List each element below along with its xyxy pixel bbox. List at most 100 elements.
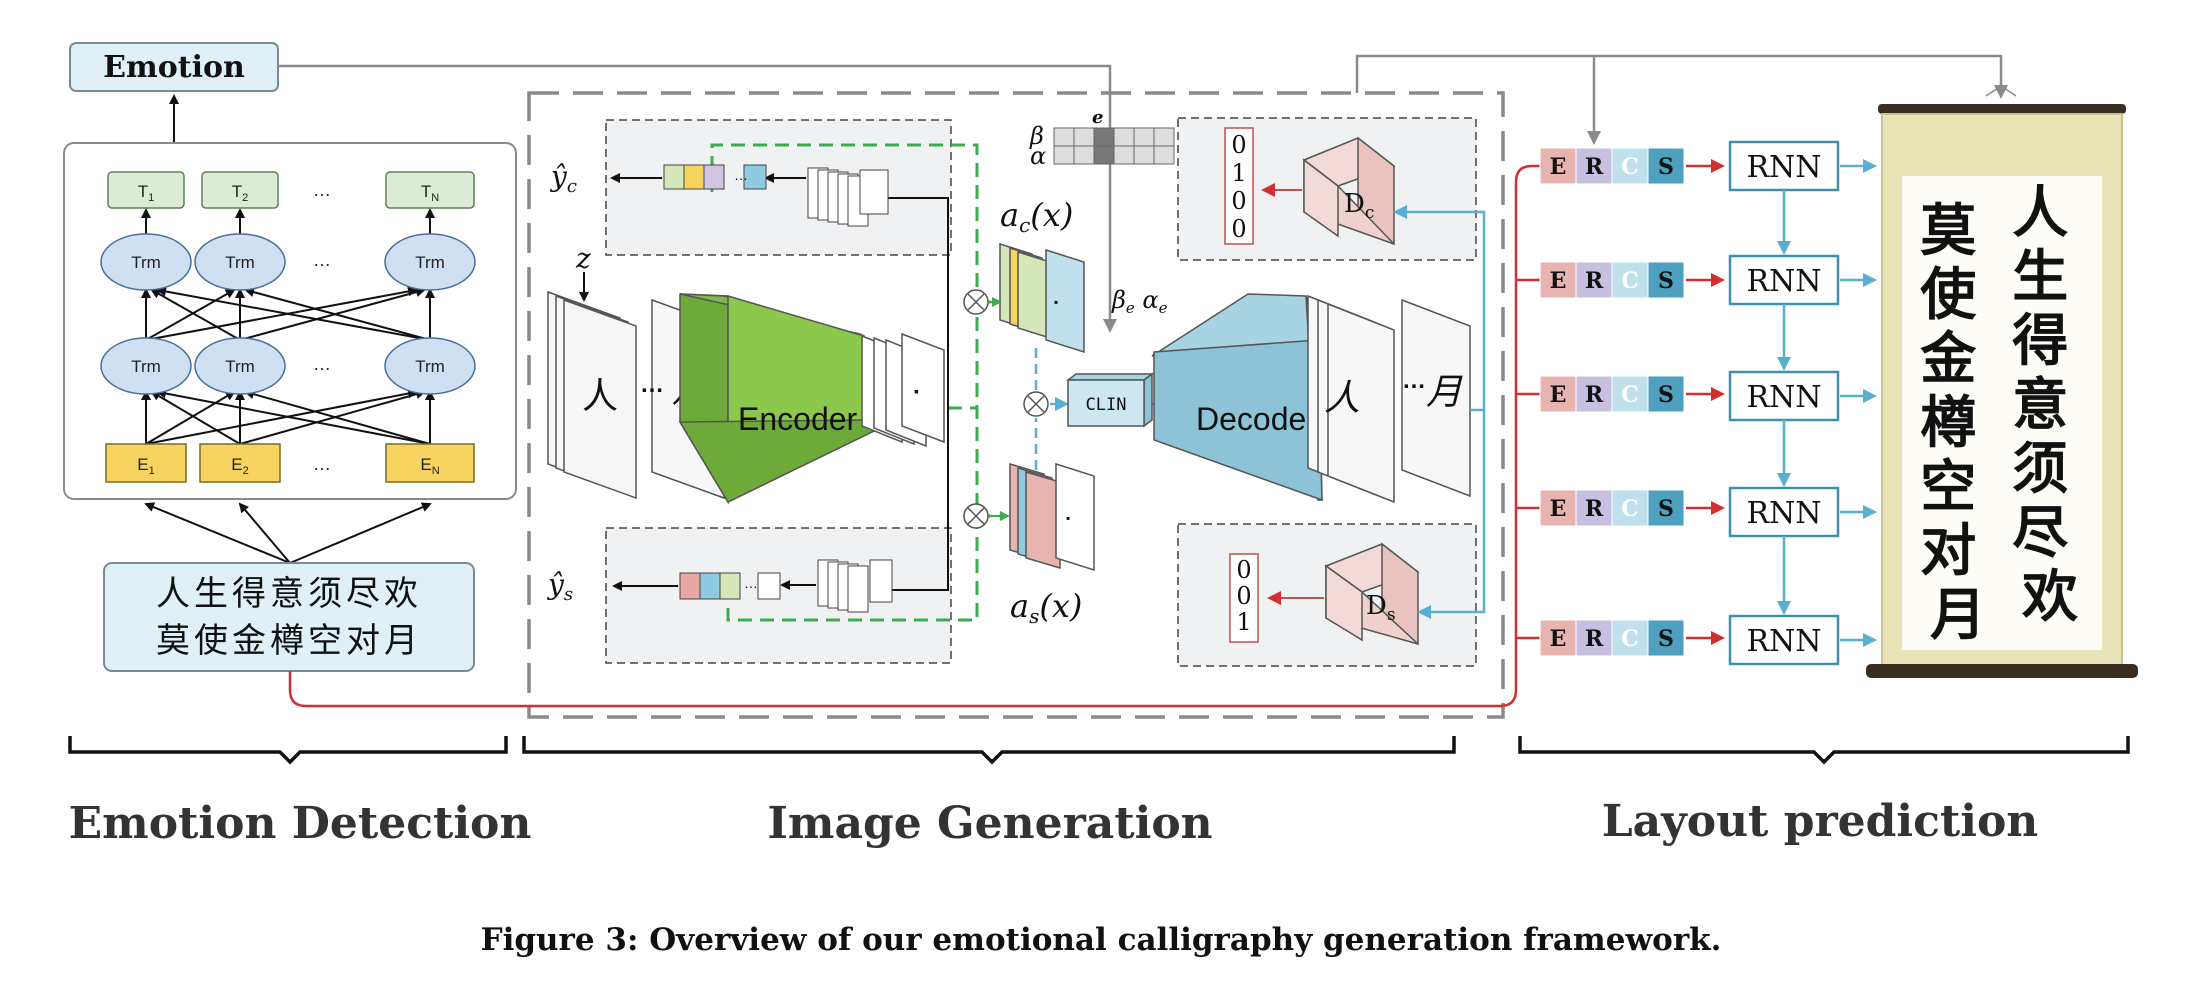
trm-node: Trm: [100, 233, 192, 291]
alpha-label: α: [1030, 142, 1046, 170]
svg-text:R: R: [1585, 626, 1604, 652]
trm-node: Trm: [100, 337, 192, 395]
svg-text:RNN: RNN: [1746, 380, 1821, 415]
beta-label: β: [1029, 122, 1044, 150]
multiply-op-fusion: [1023, 391, 1049, 417]
ercs-row-5: E R C S: [1539, 619, 1685, 657]
dc-output-0: 0: [1231, 131, 1246, 159]
svg-text:▪: ▪: [1066, 511, 1070, 525]
output-image-stack: [1307, 294, 1471, 504]
trm-ellipsis: …: [313, 354, 331, 374]
ercs-row-4: E R C S: [1539, 489, 1685, 527]
svg-text:C: C: [1621, 154, 1639, 180]
t-node-ellipsis: …: [313, 180, 331, 200]
beta-alpha-grid: [1053, 127, 1175, 165]
svg-text:E: E: [1550, 626, 1567, 652]
calligraphy-scroll: [1866, 85, 2138, 678]
decoder-block: [1151, 293, 1323, 502]
input-char-first: 人: [582, 376, 618, 417]
z-label: z: [575, 242, 591, 275]
svg-text:RNN: RNN: [1746, 150, 1821, 185]
section-braces: [68, 736, 2130, 765]
svg-text:Trm: Trm: [131, 253, 161, 272]
e-node-n: EN: [385, 443, 475, 483]
trm-node: Trm: [384, 337, 476, 395]
ercs-row-1: E R C S: [1539, 147, 1685, 185]
svg-text:RNN: RNN: [1746, 496, 1821, 531]
emotion-detection-title: Emotion Detection: [69, 798, 532, 849]
svg-text:C: C: [1621, 268, 1639, 294]
style-feature-stack: [817, 559, 893, 613]
as-label: as(x): [1010, 587, 1082, 628]
style-attention-map: [1009, 462, 1095, 572]
figure-caption: Figure 3: Overview of our emotional call…: [480, 922, 1722, 958]
emotion-detection-section: Emotion: [63, 42, 517, 672]
output-ellipsis: …: [1402, 367, 1426, 394]
svg-text:E: E: [1550, 154, 1567, 180]
ds-output-1: 0: [1236, 582, 1251, 610]
image-generation-frame: [527, 91, 1505, 719]
svg-text:RNN: RNN: [1746, 264, 1821, 299]
svg-text:S: S: [1658, 626, 1674, 652]
svg-text:C: C: [1621, 382, 1639, 408]
output-char-first: 人: [1324, 378, 1360, 419]
trm-node: Trm: [194, 337, 286, 395]
ercs-row-2: E R C S: [1539, 261, 1685, 299]
svg-text:S: S: [1658, 496, 1674, 522]
transformer-panel: [63, 142, 517, 500]
svg-text:Trm: Trm: [415, 253, 445, 272]
e-node-2: E2: [199, 443, 281, 483]
svg-text:S: S: [1658, 382, 1674, 408]
ys-label: ŷs: [546, 568, 573, 605]
emotion-connectors: [278, 54, 2008, 333]
trm-ellipsis: …: [313, 250, 331, 270]
beta-e-alpha-e-label: βe αe: [1111, 286, 1168, 317]
input-ellipsis: …: [640, 371, 664, 398]
svg-text:C: C: [1621, 626, 1639, 652]
svg-text:Trm: Trm: [225, 357, 255, 376]
scroll-column-right: 人 生 得 意 须 尽 欢: [2012, 180, 2088, 630]
multiply-op-content: [963, 289, 989, 315]
content-embedding-vector: [663, 164, 725, 190]
image-generation-title: Image Generation: [767, 798, 1212, 849]
rnn-cell: RNN: [1728, 370, 1840, 422]
dc-output-3: 0: [1231, 215, 1246, 243]
svg-text:▪: ▪: [914, 383, 919, 399]
ds-output-vector: [1229, 553, 1259, 643]
content-classifier-box: [605, 119, 952, 256]
trm-node: Trm: [194, 233, 286, 291]
e-node-1: E1: [105, 443, 187, 483]
svg-text:R: R: [1585, 154, 1604, 180]
svg-text:R: R: [1585, 268, 1604, 294]
encoder-label: Encoder: [738, 401, 858, 437]
poem-line-1: 人生得意须尽欢: [156, 574, 422, 614]
e-node-ellipsis: …: [313, 454, 331, 474]
rnn-cell: RNN: [1728, 486, 1840, 538]
encoder-block: [678, 293, 878, 505]
style-embedding-vector: [679, 572, 741, 600]
decoder-label: Decoder: [1196, 401, 1317, 437]
t-node-1: T1: [107, 171, 185, 209]
rnn-cell: RNN: [1728, 614, 1840, 666]
clin-label: CLIN: [1086, 395, 1127, 415]
trm-node: Trm: [384, 233, 476, 291]
svg-text:S: S: [1658, 268, 1674, 294]
yc-label: ŷc: [549, 160, 577, 197]
svg-text:…: …: [744, 575, 758, 591]
t-node-2: T2: [201, 171, 279, 209]
svg-text:E: E: [1550, 382, 1567, 408]
rnn-cell: RNN: [1728, 254, 1840, 306]
output-char-last: 月: [1426, 372, 1463, 413]
dc-output-vector: [1224, 127, 1254, 245]
clin-block: [1065, 372, 1155, 428]
svg-text:▪: ▪: [1054, 295, 1058, 309]
dc-output-1: 1: [1231, 159, 1246, 187]
svg-text:Trm: Trm: [415, 357, 445, 376]
encoder-feature-stack: [861, 332, 945, 448]
ds-output-0: 0: [1236, 556, 1251, 584]
svg-text:RNN: RNN: [1746, 624, 1821, 659]
dc-output-2: 0: [1231, 187, 1246, 215]
image-generation-section: … ŷc … ŷs z: [527, 91, 1505, 719]
svg-text:S: S: [1658, 154, 1674, 180]
